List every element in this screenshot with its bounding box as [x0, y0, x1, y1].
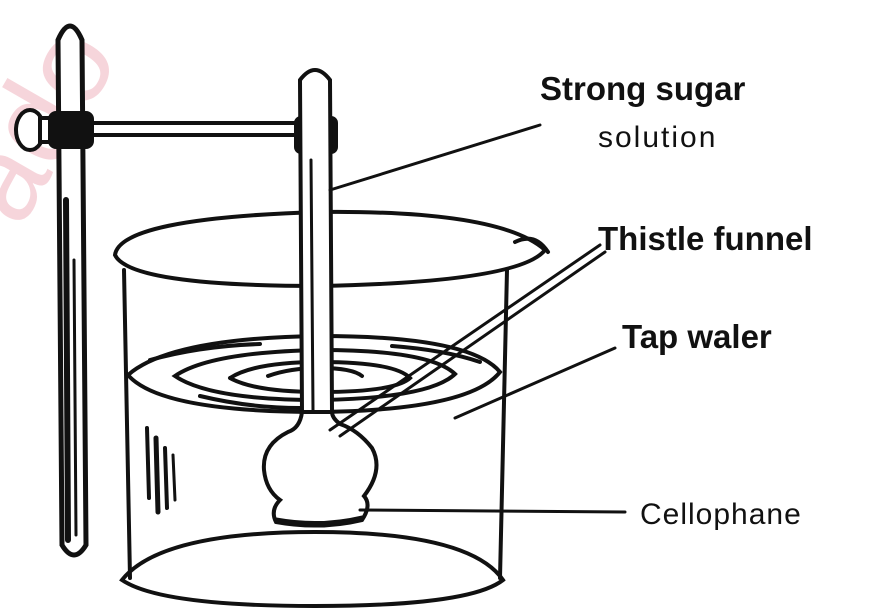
label-strong-sugar: Strong sugar — [540, 70, 746, 107]
pointer-thistle-2 — [338, 250, 607, 438]
thistle-funnel — [261, 68, 379, 528]
retort-stand — [55, 23, 89, 558]
label-cellophane: Cellophane — [640, 498, 802, 531]
pointer-cellophane — [358, 508, 627, 514]
pointer-lines — [328, 123, 627, 514]
pointer-sugar — [328, 123, 542, 192]
label-solution: solution — [598, 121, 717, 154]
clamp — [14, 108, 338, 154]
pointer-thistle — [328, 243, 602, 432]
label-tap-water: Tap waler — [622, 318, 772, 355]
label-thistle-funnel: Thistle funnel — [598, 220, 813, 257]
labels: Strong sugar solution Thistle funnel Tap… — [540, 70, 813, 531]
pointer-tap — [453, 346, 617, 420]
